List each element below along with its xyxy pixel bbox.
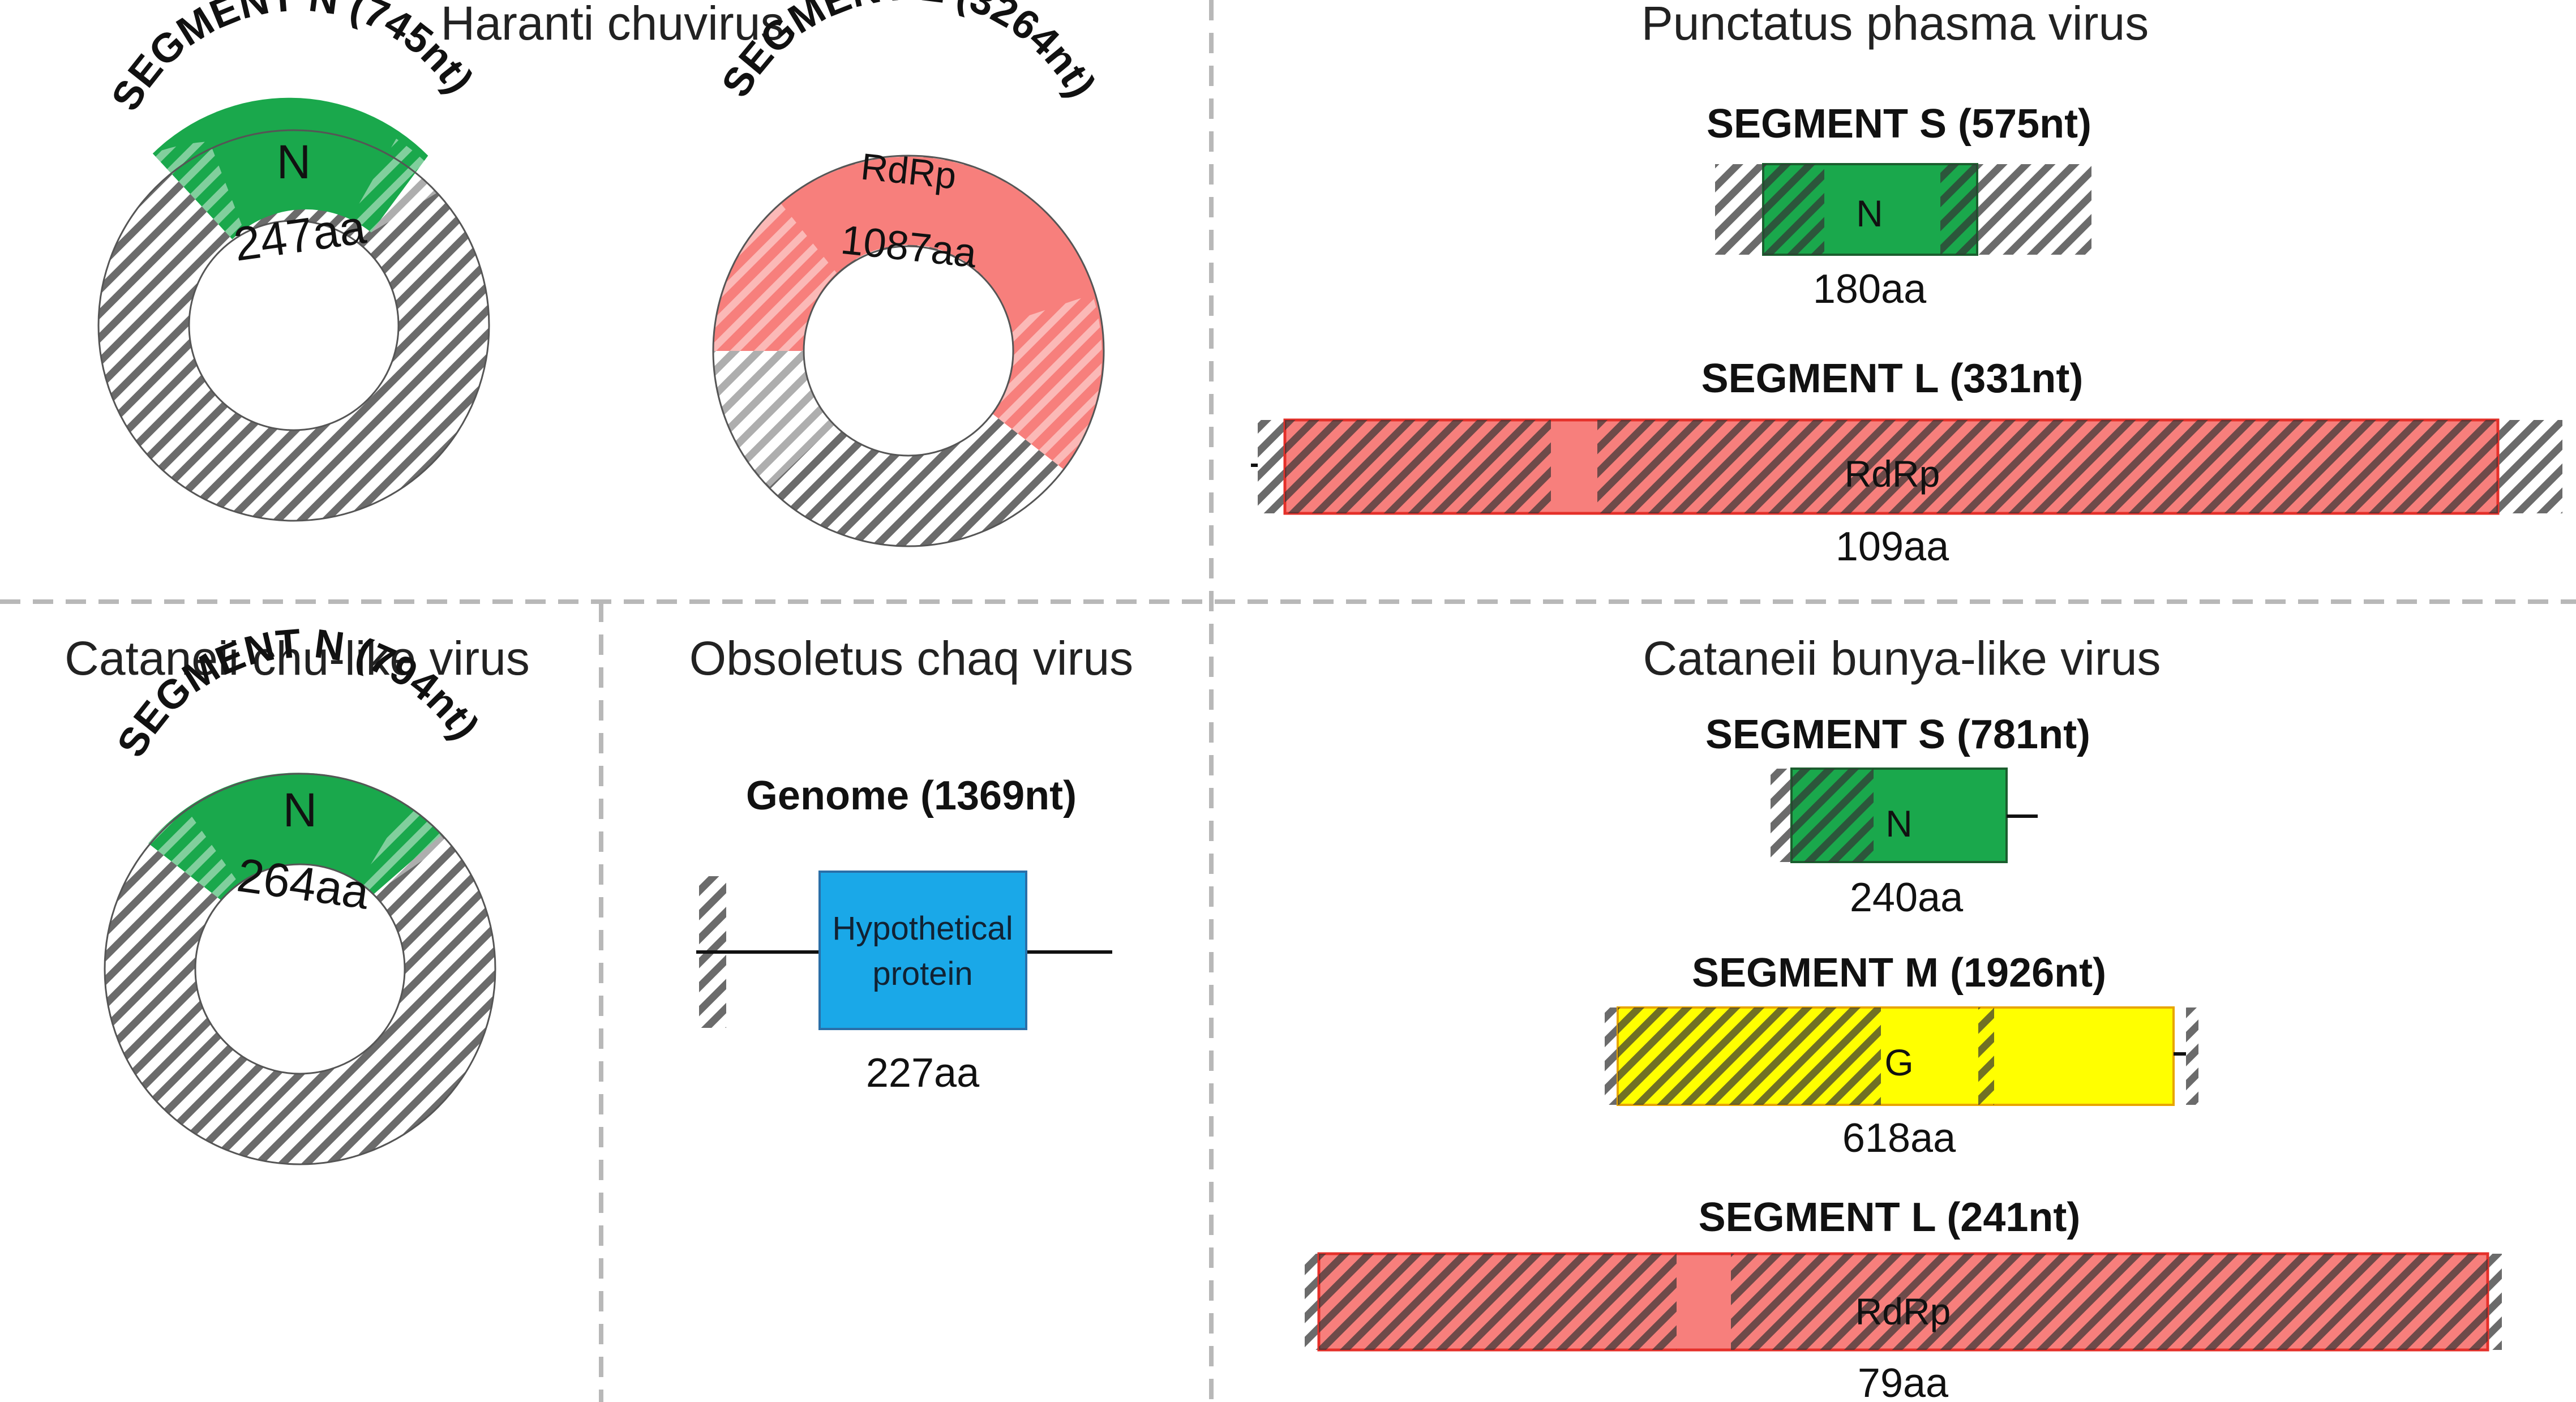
panel-title-haranti: Haranti chuvirus — [441, 0, 785, 50]
s-aa-label: 240aa — [1850, 875, 1964, 920]
m-aa-label: 618aa — [1842, 1116, 1956, 1161]
genome-label: Genome (1369nt) — [746, 773, 1077, 818]
segment-l-ring-haranti: SEGMENT L (3264nt) RdRp 1087aa — [712, 0, 1105, 547]
hypothetical-protein-label-1: Hypothetical — [832, 910, 1013, 947]
segment-l-label: SEGMENT L (241nt) — [1699, 1195, 2081, 1240]
rdrp-label: RdRp — [859, 145, 959, 196]
segment-l-label: SEGMENT L (331nt) — [1701, 356, 2084, 401]
segment-s-label: SEGMENT S (781nt) — [1705, 712, 2090, 757]
panel-punctatus-phasma-virus: Punctatus phasma virus SEGMENT S (575nt)… — [1251, 0, 2562, 569]
l-aa-label: 109aa — [1836, 524, 1949, 569]
n-protein-label: N — [283, 783, 318, 837]
panel-haranti-chuvirus: Haranti chuvirus SEGMENT N (745nt) N 247… — [97, 0, 1105, 547]
panel-title-cataneii-bunya: Cataneii bunya-like virus — [1643, 632, 2161, 685]
panel-title-cataneii-chu: Cataneii chu-like virus — [65, 632, 530, 685]
panel-cataneii-chu-like-virus: Cataneii chu-like virus SEGMENT N (794nt… — [65, 621, 530, 1165]
segment-n-ring-haranti: SEGMENT N (745nt) N 247aa — [97, 0, 490, 522]
segment-s-label: SEGMENT S (575nt) — [1707, 101, 2091, 147]
n-protein-label: N — [1885, 803, 1913, 844]
segment-n-ring-cataneii: SEGMENT N (794nt) N 264aa — [104, 621, 496, 1165]
n-protein-arc-hatch — [152, 142, 243, 239]
rdrp-label: RdRp — [1845, 453, 1940, 495]
panel-obsoletus-chaq-virus: Obsoletus chaq virus Genome (1369nt) Hyp… — [689, 632, 1133, 1096]
n-protein-label: N — [1856, 192, 1883, 234]
segment-l-label: SEGMENT L (3264nt) — [713, 0, 1104, 105]
n-protein-label: N — [277, 135, 311, 188]
g-protein-label: G — [1884, 1041, 1913, 1083]
segment-m-label: SEGMENT M (1926nt) — [1692, 950, 2106, 996]
rdrp-label: RdRp — [1855, 1290, 1951, 1332]
panel-cataneii-bunya-like-virus: Cataneii bunya-like virus SEGMENT S (781… — [1305, 632, 2502, 1402]
panel-title-obsoletus: Obsoletus chaq virus — [689, 632, 1133, 685]
l-aa-label: 79aa — [1858, 1361, 1949, 1402]
genome-aa-label: 227aa — [866, 1051, 980, 1096]
panel-title-punctatus: Punctatus phasma virus — [1641, 0, 2149, 50]
s-aa-label: 180aa — [1813, 267, 1927, 312]
hypothetical-protein-label-2: protein — [872, 955, 972, 992]
hypothetical-protein-box — [818, 871, 1027, 1030]
